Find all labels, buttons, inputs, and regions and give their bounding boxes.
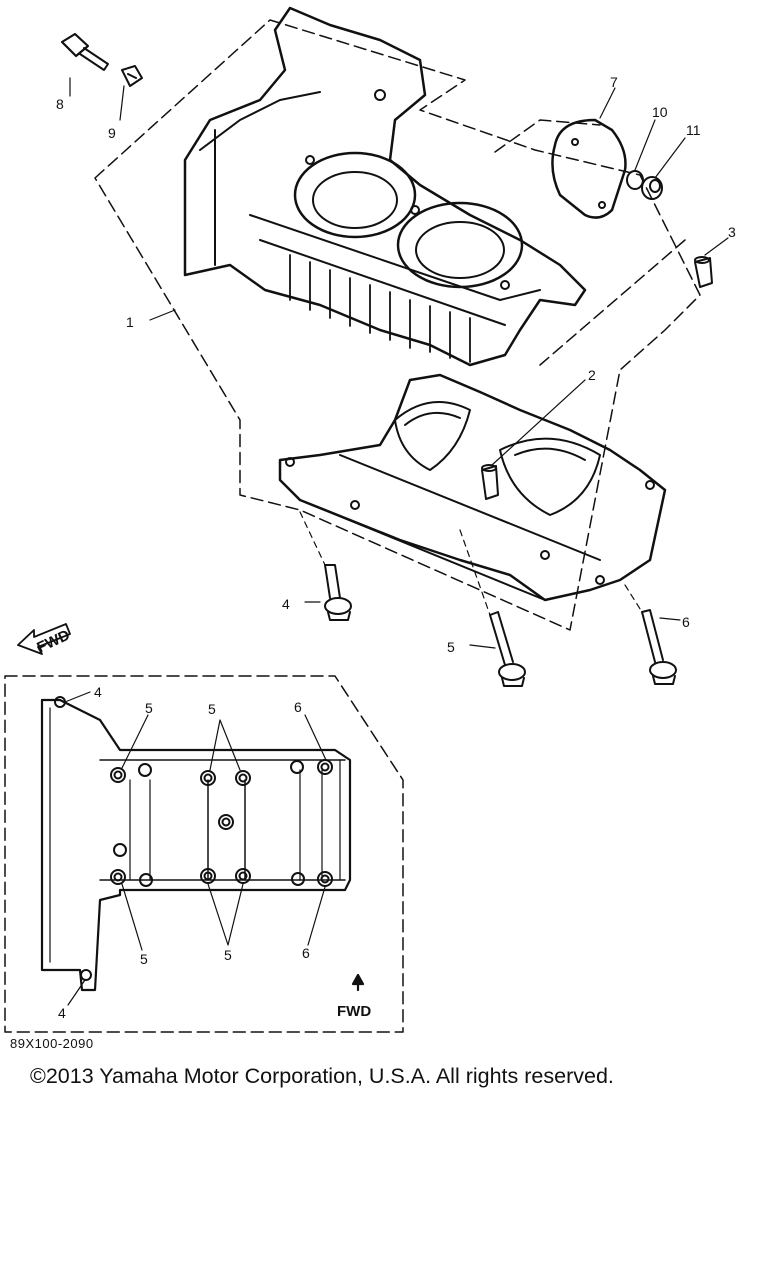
leader-1 [149,309,176,321]
callout-3: 3 [728,224,736,240]
leader-7 [599,87,616,119]
bolt-path-4 [299,511,326,566]
leader-3 [704,237,729,256]
drawing-code: 89X100-2090 [10,1036,94,1051]
callout-4-main: 4 [282,596,290,612]
leader-10 [634,119,656,171]
dowel-pin-3 [694,256,713,288]
callout-6-inset-top: 6 [294,699,302,715]
callout-6-main: 6 [682,614,690,630]
callout-4-inset-top: 4 [94,684,102,700]
leader-2 [491,379,586,466]
clamp-9 [121,65,143,87]
assembly-dashed-outline [94,19,701,631]
callout-5-inset-left-bottom: 5 [140,951,148,967]
leader-9 [119,85,125,121]
inset-dashed-box [4,675,404,1033]
bolt-4 [324,564,352,621]
inset-bottom-view [40,696,352,992]
dowel-pin-2 [481,464,499,500]
leader-6-top [659,617,681,621]
fwd-arrow-label: FWD [34,627,72,657]
cover-plate [551,118,627,219]
callout-2: 2 [588,367,596,383]
bolt-path-6 [624,584,643,613]
plug [641,176,663,200]
callout-11: 11 [686,122,701,138]
bolt-5 [489,611,526,687]
bolt-8 [60,32,109,71]
fwd-up-arrow-icon [351,973,365,992]
callout-5-inset-center-bottom: 5 [224,947,232,963]
cover-dashed-leader [494,119,686,366]
fwd-label: FWD [337,1003,371,1020]
bolt-6 [641,609,677,685]
crankcase-exploded-diagram: 8 9 1 7 10 11 3 2 4 5 6 4 5 5 6 5 5 6 4 … [4,6,736,1033]
callout-1: 1 [126,314,134,330]
copyright-notice: ©2013 Yamaha Motor Corporation, U.S.A. A… [30,1064,614,1088]
leader-5-top [469,644,496,649]
lower-crankcase [278,373,667,602]
callout-8: 8 [56,96,64,112]
bolt-path-5 [459,529,491,616]
callout-4-inset-bottom: 4 [58,1005,66,1021]
leader-11 [654,137,686,179]
callout-5-inset-left-top: 5 [145,700,153,716]
washer [626,170,644,190]
callout-7: 7 [610,74,618,90]
upper-crankcase [183,6,587,367]
callout-6-inset-bottom: 6 [302,945,310,961]
callout-5-inset-center-top: 5 [208,701,216,717]
callout-5-main: 5 [447,639,455,655]
callout-9: 9 [108,125,116,141]
callout-10: 10 [652,104,668,120]
fwd-arrow-icon [17,623,71,655]
